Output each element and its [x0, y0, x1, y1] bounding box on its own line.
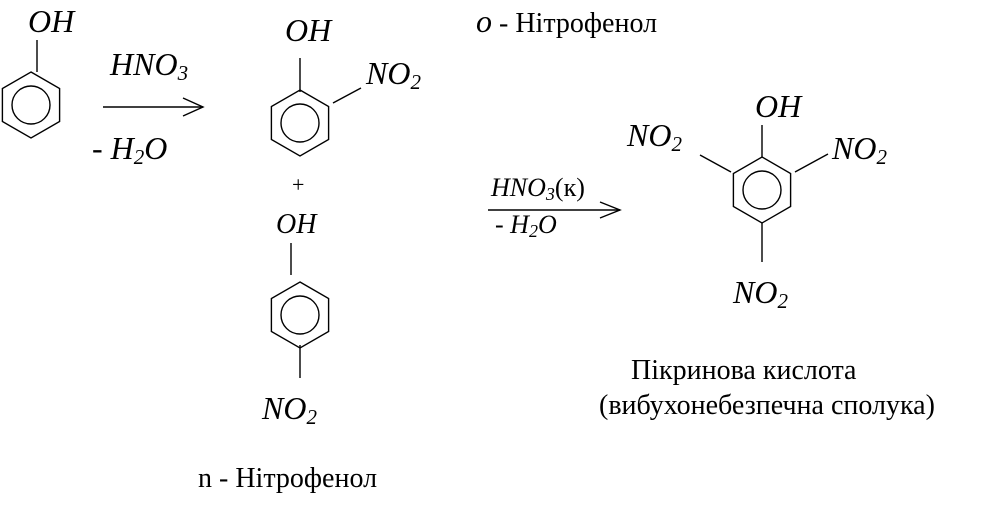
picric-name: Пікринова кислота [631, 355, 857, 386]
benzene-ring [1, 71, 61, 139]
ortho-nitrophenol: OH NO2 [270, 12, 421, 157]
picric-no2-left: NO2 [626, 117, 682, 156]
byproduct-h2o-2: - H2O [495, 210, 557, 241]
phenol: OH [1, 3, 76, 139]
para-label: n - Нітрофенол [198, 463, 377, 494]
picric-oh: OH [755, 88, 803, 124]
reaction-arrow-2: HNO3(к) - H2O [488, 173, 622, 241]
picric-no2-right: NO2 [831, 130, 887, 169]
ortho-label: o - Нітрофенол [476, 3, 657, 39]
reagent-hno3: HNO3 [109, 46, 188, 85]
para-no2: NO2 [261, 390, 317, 429]
ortho-no2: NO2 [365, 55, 421, 94]
ortho-oh: OH [285, 12, 333, 48]
picric-acid: OH NO2 NO2 NO2 [626, 88, 887, 313]
reaction-arrow-1: HNO3 - H2O [92, 46, 205, 169]
para-nitrophenol: OH NO2 [261, 209, 330, 429]
byproduct-h2o: - H2O [92, 130, 167, 169]
plus-sign: + [292, 172, 304, 197]
picric-no2-bottom: NO2 [732, 274, 788, 313]
phenol-oh: OH [28, 3, 76, 39]
reagent-hno3-conc: HNO3(к) [490, 173, 585, 204]
para-oh: OH [276, 209, 318, 240]
picric-note: (вибухонебезпечна сполука) [599, 390, 935, 421]
